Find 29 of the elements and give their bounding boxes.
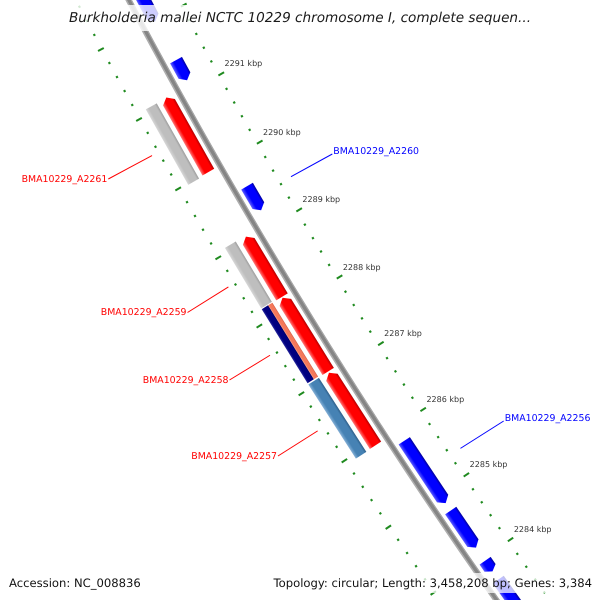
gene-label: BMA10229_A2259 (100, 307, 186, 318)
scale-label: 2290 kbp (263, 128, 301, 138)
leader-line (108, 155, 153, 180)
gene-label: BMA10229_A2258 (142, 374, 228, 386)
scale-label: 2291 kbp (224, 59, 262, 70)
feature-bar (268, 302, 318, 380)
gene-feature (326, 372, 382, 449)
gene-feature (280, 298, 334, 376)
scale-label: 2287 kbp (384, 329, 422, 340)
gene-feature (398, 437, 448, 504)
gene-label: BMA10229_A2257 (191, 450, 277, 462)
gene-feature (163, 97, 214, 176)
gene-feature (170, 56, 190, 80)
gene-label: BMA10229_A2261 (22, 174, 108, 184)
scale-label: 2289 kbp (302, 195, 340, 206)
gene-label: BMA10229_A2256 (504, 412, 590, 424)
feature-bar (224, 242, 272, 308)
feature-bar (308, 378, 366, 459)
gene-feature (445, 506, 478, 548)
scale-label: 2288 kbp (342, 262, 381, 273)
feature-bar (146, 103, 200, 185)
scale-label: 2286 kbp (426, 395, 464, 406)
gene-feature (241, 182, 264, 210)
leader-line (229, 354, 271, 380)
gene-feature (242, 236, 288, 300)
gene-label: BMA10229_A2260 (333, 146, 420, 156)
scale-label: 2284 kbp (514, 525, 552, 536)
feature-bar (262, 305, 314, 384)
scale-label: 2285 kbp (470, 460, 508, 470)
